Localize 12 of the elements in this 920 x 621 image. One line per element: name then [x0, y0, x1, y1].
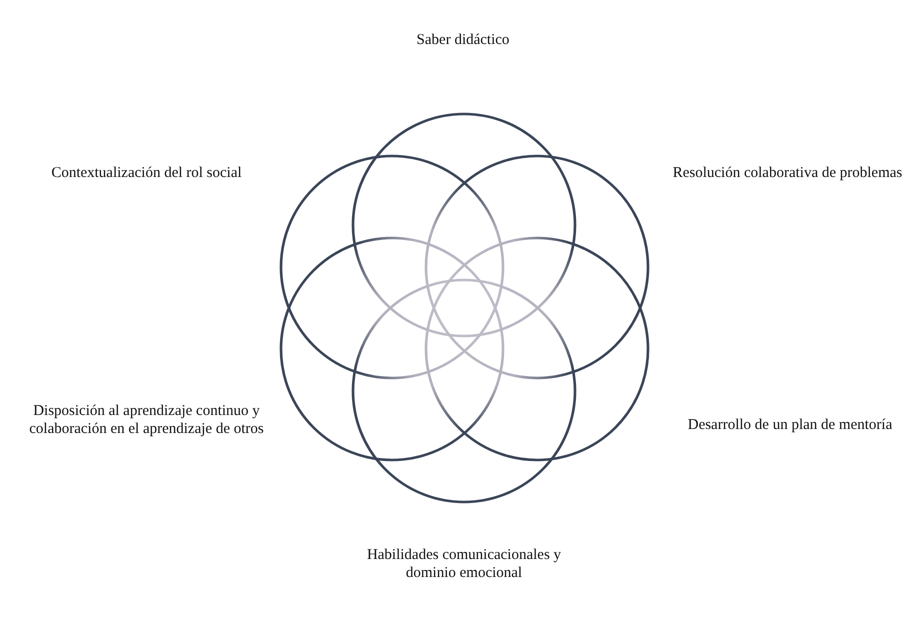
competency-label: Disposición al aprendizaje continuo y colaboración en el aprendizaje de otros [28, 402, 265, 438]
competency-label: Saber didáctico [416, 31, 510, 49]
competency-label: Desarrollo de un plan de mentoría [686, 416, 894, 434]
ring-outline [280, 236, 504, 462]
ring-outline [280, 154, 504, 380]
ring-outline [352, 278, 576, 504]
competency-label: Habilidades comunicacionales y dominio emocional [366, 546, 562, 582]
competency-label: Resolución colaborativa de problemas [672, 164, 904, 182]
competency-label: Contextualización del rol social [50, 164, 243, 182]
ring-outline [424, 154, 650, 380]
ring-outline [424, 236, 650, 462]
ring-outline [352, 112, 576, 338]
